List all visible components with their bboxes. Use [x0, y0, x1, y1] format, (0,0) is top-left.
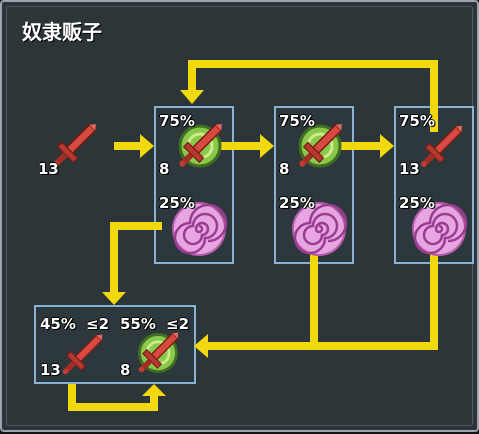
final-a-chance: 45% — [40, 315, 76, 333]
sword-icon — [62, 334, 103, 375]
stage-2-success-count: 8 — [279, 160, 290, 178]
pink-swirl-icon — [412, 202, 468, 256]
final-b-chance: 55% — [120, 315, 156, 333]
start-count: 13 — [38, 160, 59, 178]
sword-icon — [53, 123, 97, 167]
final-b-count: 8 — [120, 361, 131, 379]
final-b-cond: ≤2 — [166, 315, 190, 333]
stage-1-fail-chance: 25% — [159, 194, 195, 212]
upgraded-sword-icon — [178, 123, 223, 168]
stage-1-success-count: 8 — [159, 160, 170, 178]
stage-3-box: 75% 13 25% — [394, 106, 474, 264]
panel-title: 奴隶贩子 — [22, 20, 102, 44]
final-a-cond: ≤2 — [86, 315, 110, 333]
stage-2-fail-chance: 25% — [279, 194, 315, 212]
final-a-count: 13 — [40, 361, 61, 379]
final-box: 45% ≤2 13 55% ≤2 8 — [34, 305, 196, 384]
upgraded-sword-icon — [298, 123, 343, 168]
pink-swirl-icon — [172, 202, 228, 256]
stage-1-success-chance: 75% — [159, 112, 195, 130]
stage-3-success-count: 13 — [399, 160, 420, 178]
stage-1-box: 75% 8 25% — [154, 106, 234, 264]
stage-3-success-chance: 75% — [399, 112, 435, 130]
stage-3-fail-chance: 25% — [399, 194, 435, 212]
upgraded-sword-icon — [138, 332, 179, 373]
stage-2-box: 75% 8 25% — [274, 106, 354, 264]
pink-swirl-icon — [292, 202, 348, 256]
stage-2-success-chance: 75% — [279, 112, 315, 130]
sword-icon — [421, 125, 463, 167]
